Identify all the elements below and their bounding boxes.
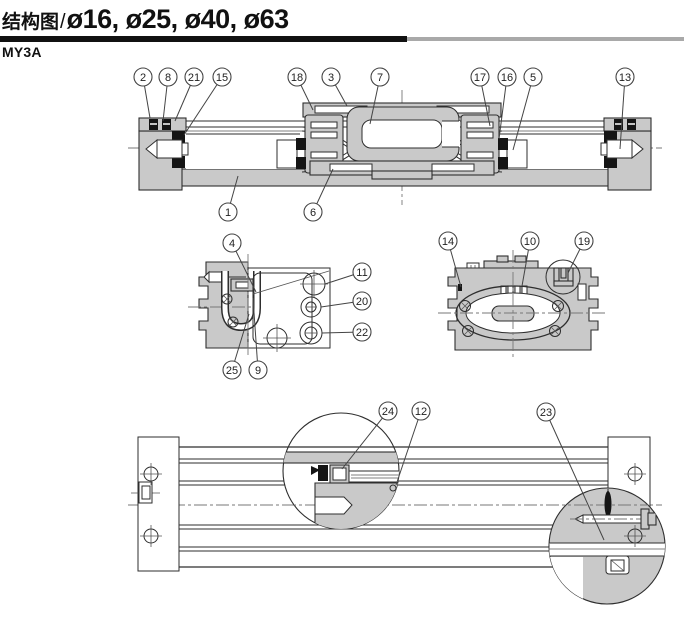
callout-13: 13 bbox=[615, 67, 635, 150]
detail-circle-adjuster bbox=[282, 412, 400, 530]
lock-lever bbox=[604, 491, 612, 517]
detail-circle-clip bbox=[545, 259, 581, 295]
screw-hole bbox=[227, 316, 239, 328]
callout-16: 16 bbox=[497, 67, 517, 140]
callout-17: 17 bbox=[470, 67, 491, 127]
screw-hole bbox=[552, 300, 564, 312]
mount-hole bbox=[263, 324, 291, 352]
callout-5: 5 bbox=[512, 67, 543, 151]
callout-12: 12 bbox=[395, 401, 431, 486]
callout-25: 25 bbox=[222, 313, 250, 380]
bumper-seal bbox=[318, 465, 328, 481]
callout-number: 17 bbox=[474, 72, 486, 84]
callout-number: 6 bbox=[310, 207, 316, 219]
callout-3: 3 bbox=[321, 67, 348, 107]
screw-hole bbox=[462, 325, 474, 337]
piston-left bbox=[276, 139, 298, 169]
callout-8: 8 bbox=[158, 67, 178, 122]
seal-right-lower bbox=[498, 157, 508, 169]
title-bore-sizes: ø16, ø25, ø40, ø63 bbox=[66, 4, 290, 34]
right-end-view bbox=[438, 250, 606, 360]
callout-number: 7 bbox=[377, 72, 383, 84]
callout-20: 20 bbox=[320, 291, 372, 311]
callout-number: 13 bbox=[619, 72, 631, 84]
plate-hole bbox=[140, 463, 162, 485]
seal-left-lower bbox=[296, 157, 306, 169]
callout-number: 25 bbox=[226, 365, 238, 377]
left-end-plate bbox=[137, 436, 180, 572]
piston-right bbox=[506, 139, 528, 169]
title-chinese: 结构图 bbox=[2, 12, 60, 33]
top-section-view bbox=[128, 90, 662, 205]
screw-hole bbox=[459, 300, 471, 312]
callout-number: 15 bbox=[216, 72, 228, 84]
callout-number: 5 bbox=[530, 72, 536, 84]
callout-19: 19 bbox=[567, 231, 594, 274]
screw-hole bbox=[221, 293, 233, 305]
left-end-view bbox=[188, 254, 331, 357]
title-rule-gray bbox=[407, 37, 684, 41]
cushion-seal bbox=[604, 156, 617, 168]
callout-2: 2 bbox=[133, 67, 153, 119]
callout-22: 22 bbox=[321, 322, 372, 342]
page-title: 结构图/ø16, ø25, ø40, ø63 bbox=[2, 2, 289, 41]
callout-number: 1 bbox=[225, 207, 231, 219]
callout-number: 14 bbox=[442, 236, 454, 248]
callout-number: 8 bbox=[165, 72, 171, 84]
callout-4: 4 bbox=[222, 233, 257, 293]
cushion-needle bbox=[156, 139, 183, 159]
plate-hole bbox=[140, 525, 162, 547]
plate-hole bbox=[624, 463, 646, 485]
callout-number: 21 bbox=[188, 72, 200, 84]
callout-24: 24 bbox=[341, 401, 398, 470]
callout-number: 9 bbox=[255, 365, 261, 377]
callout-18: 18 bbox=[287, 67, 314, 111]
callout-number: 2 bbox=[140, 72, 146, 84]
screw-hole bbox=[549, 325, 561, 337]
callout-number: 19 bbox=[578, 236, 590, 248]
callout-9: 9 bbox=[248, 297, 268, 380]
cushion-seal bbox=[172, 156, 185, 168]
detail-circle-lock bbox=[548, 487, 666, 605]
callout-11: 11 bbox=[324, 262, 372, 285]
callout-number: 18 bbox=[291, 72, 303, 84]
callout-23: 23 bbox=[536, 402, 605, 541]
callout-number: 20 bbox=[356, 296, 368, 308]
title-separator: / bbox=[60, 11, 66, 33]
plate-hole bbox=[624, 525, 646, 547]
set-screw-part-12 bbox=[389, 484, 397, 492]
left-end-cap bbox=[138, 117, 189, 191]
callout-15: 15 bbox=[183, 67, 232, 136]
callout-number: 23 bbox=[540, 407, 552, 419]
title-rule-black bbox=[0, 36, 407, 42]
callout-number: 10 bbox=[524, 236, 536, 248]
callout-number: 24 bbox=[382, 406, 394, 418]
callout-1: 1 bbox=[218, 175, 239, 222]
callout-number: 12 bbox=[415, 406, 427, 418]
callout-7: 7 bbox=[369, 67, 390, 125]
callout-21: 21 bbox=[174, 67, 204, 122]
callout-6: 6 bbox=[303, 168, 334, 222]
adjust-bolt bbox=[348, 470, 399, 483]
callout-14: 14 bbox=[438, 231, 462, 288]
callout-10: 10 bbox=[520, 231, 540, 287]
callout-number: 3 bbox=[328, 72, 334, 84]
seal-right-upper bbox=[498, 138, 508, 150]
callout-number: 11 bbox=[356, 267, 367, 279]
callout-number: 4 bbox=[229, 238, 235, 250]
callout-number: 22 bbox=[356, 327, 368, 339]
slider-assembly bbox=[276, 102, 528, 180]
port-hole-top bbox=[300, 270, 328, 298]
cushion-needle bbox=[606, 139, 633, 159]
right-end-cap bbox=[600, 117, 652, 191]
model-label: MY3A bbox=[2, 44, 42, 60]
callout-number: 16 bbox=[501, 72, 513, 84]
seal-left-upper bbox=[296, 138, 306, 150]
